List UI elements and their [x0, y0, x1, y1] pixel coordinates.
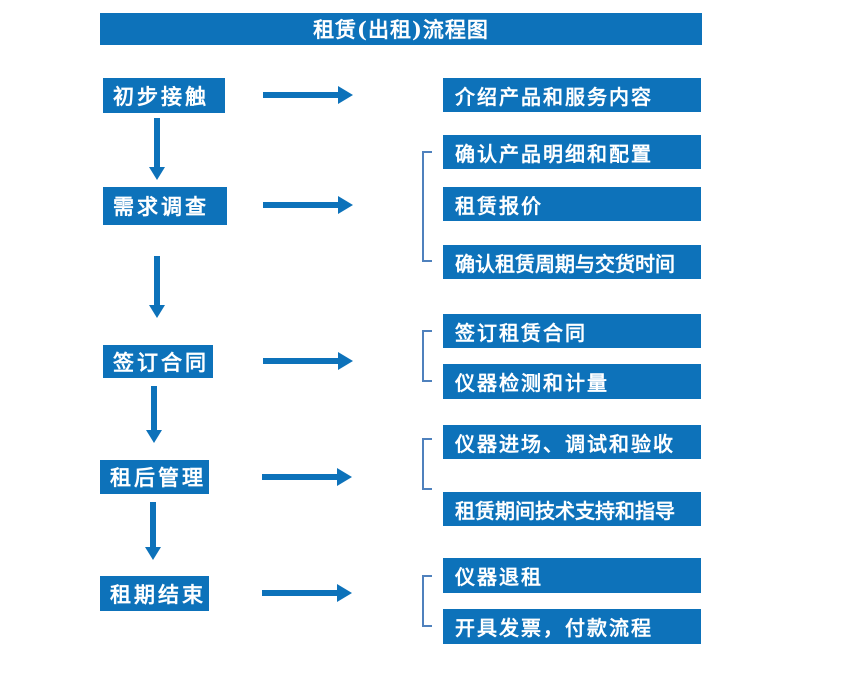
- flowchart-title: 租赁(出租)流程图: [100, 13, 702, 45]
- step-box-demand-survey: 需求调查: [103, 187, 227, 225]
- bracket-connector-group-5: [422, 575, 432, 627]
- step-box-initial-contact: 初步接触: [103, 78, 225, 113]
- bracket-connector-group-4: [422, 438, 432, 490]
- detail-box-introduce-products: 介绍产品和服务内容: [443, 78, 701, 112]
- detail-box-confirm-product-config: 确认产品明细和配置: [443, 135, 701, 169]
- step-box-lease-end: 租期结束: [100, 576, 209, 611]
- bracket-connector-group-3: [422, 330, 432, 382]
- arrow-right-icon: [262, 584, 352, 602]
- detail-box-rental-quote: 租赁报价: [443, 187, 701, 221]
- arrow-right-icon: [263, 86, 353, 104]
- arrow-down-icon: [146, 386, 162, 443]
- arrow-right-icon: [263, 352, 353, 370]
- detail-box-sign-rental-contract: 签订租赁合同: [443, 314, 701, 348]
- arrow-down-icon: [145, 502, 161, 560]
- arrow-right-icon: [263, 196, 353, 214]
- arrow-down-icon: [149, 256, 165, 318]
- detail-box-instrument-return: 仪器退租: [443, 558, 701, 593]
- detail-box-instrument-setup-acceptance: 仪器进场、调试和验收: [443, 425, 701, 459]
- arrow-right-icon: [262, 468, 352, 486]
- step-box-post-rental-management: 租后管理: [100, 460, 209, 494]
- detail-box-instrument-testing: 仪器检测和计量: [443, 364, 701, 399]
- detail-box-invoice-payment: 开具发票，付款流程: [443, 609, 701, 644]
- arrow-down-icon: [149, 118, 165, 180]
- step-box-sign-contract: 签订合同: [103, 345, 213, 378]
- detail-box-confirm-period-delivery: 确认租赁周期与交货时间: [443, 245, 701, 279]
- bracket-connector-group-2: [422, 151, 432, 262]
- detail-box-tech-support: 租赁期间技术支持和指导: [443, 492, 701, 526]
